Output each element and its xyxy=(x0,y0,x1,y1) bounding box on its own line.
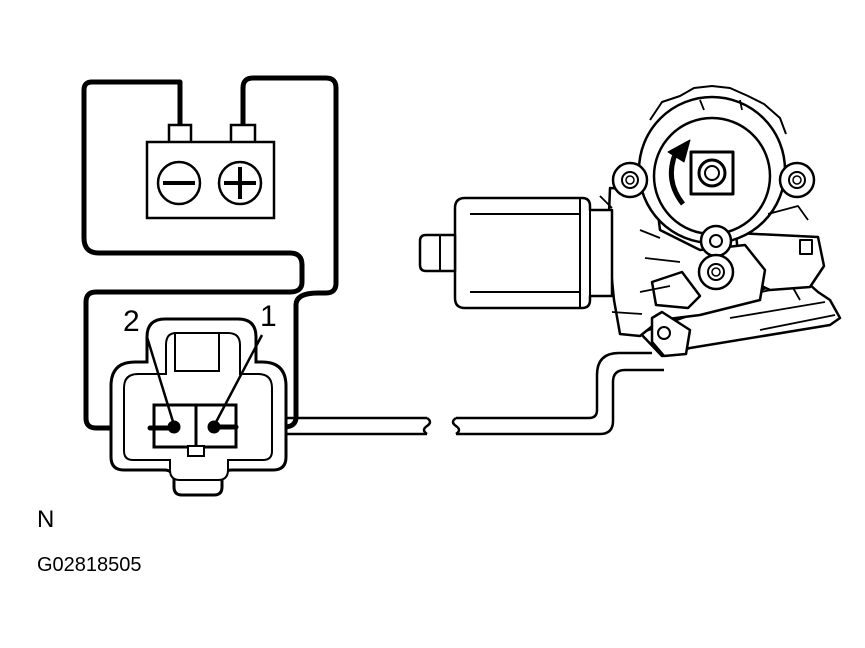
cable-break-right xyxy=(451,416,461,436)
battery-post-positive xyxy=(229,123,257,145)
battery-post-negative xyxy=(167,123,193,145)
connector xyxy=(109,317,288,497)
harness-cable xyxy=(286,351,664,436)
pin-label-2: 2 xyxy=(123,305,140,338)
battery xyxy=(145,123,276,220)
motor-connector xyxy=(650,310,692,358)
positive-terminal-icon xyxy=(217,160,263,206)
pin-leaders xyxy=(145,334,264,426)
figure-code: G02818505 xyxy=(37,554,142,576)
pin-label-1: 1 xyxy=(260,300,277,333)
gear-housing-teeth xyxy=(649,85,787,135)
pin-1-leader xyxy=(213,334,264,425)
lead-tips xyxy=(147,424,239,431)
motor-can xyxy=(453,196,614,310)
corner-label: N xyxy=(37,506,54,533)
motor-can-bands xyxy=(470,198,591,308)
mount-tab-slot xyxy=(799,239,813,255)
rotation-arrow-icon xyxy=(668,151,686,206)
window-regulator-motor xyxy=(418,85,842,358)
cable-right xyxy=(456,351,664,436)
motor-harness-boot xyxy=(650,270,702,310)
cable-break-left xyxy=(422,416,432,436)
connector-latch xyxy=(174,332,220,372)
housing-plate xyxy=(606,186,767,338)
motor-connector-bolt xyxy=(657,326,671,340)
housing-details xyxy=(599,99,809,315)
lead-negative xyxy=(81,79,305,431)
negative-terminal-icon xyxy=(156,160,202,206)
cable-left xyxy=(286,416,427,436)
rotation-arrowhead xyxy=(667,139,691,163)
output-shaft-bore xyxy=(704,165,720,181)
pin-2-leader xyxy=(145,336,176,426)
motor-endcap xyxy=(418,233,457,273)
cavity-key xyxy=(187,445,205,457)
mounting-ears xyxy=(611,161,816,291)
